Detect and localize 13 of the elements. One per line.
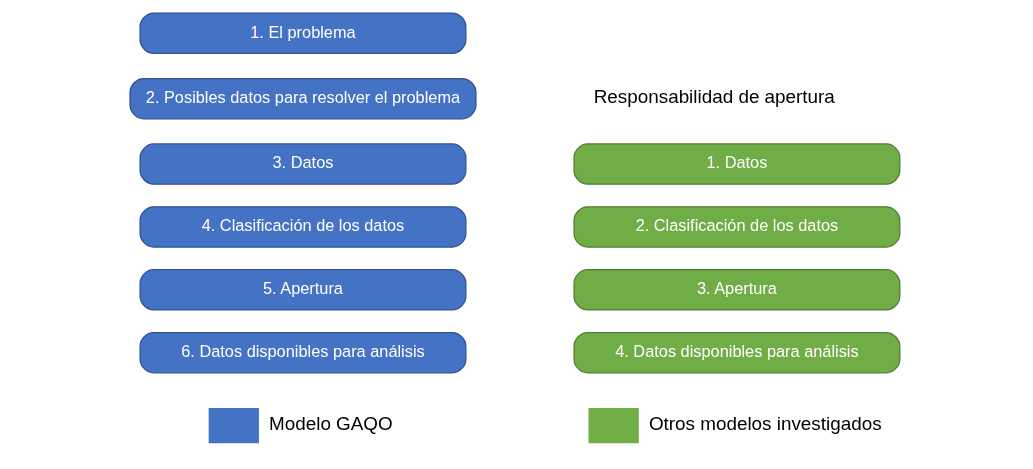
node-box: 3. Datos: [139, 143, 467, 185]
node-box: 4. Clasificación de los datos: [139, 206, 467, 248]
node-box: 5. Apertura: [139, 269, 467, 311]
node-box: 1. Datos: [573, 143, 901, 185]
legend-label: Otros modelos investigados: [648, 413, 882, 435]
node-box: 6. Datos disponibles para análisis: [139, 332, 467, 374]
node-box: 4. Datos disponibles para análisis: [573, 332, 901, 374]
node-box: 2. Clasificación de los datos: [573, 206, 901, 248]
node-box: 1. El problema: [139, 12, 467, 54]
label: Responsabilidad de apertura: [593, 86, 835, 108]
node-box: 2. Posibles datos para resolver el problema: [129, 77, 477, 120]
legend-label: Modelo GAQO: [269, 413, 393, 435]
node-box: 3. Apertura: [573, 269, 901, 311]
